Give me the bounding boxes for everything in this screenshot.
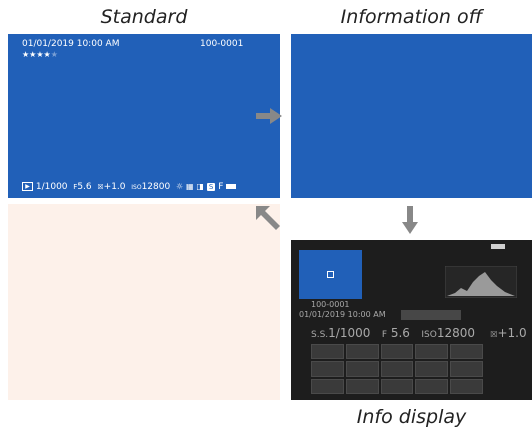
standard-screen: 01/01/2019 10:00 AM 100-0001 ★★★★★ ▶ 1/1… (8, 34, 280, 198)
standard-date-time: 01/01/2019 10:00 AM (22, 39, 120, 49)
settings-cell (415, 344, 449, 360)
battery-icon (226, 184, 237, 189)
settings-cell (415, 378, 449, 394)
settings-cell (311, 344, 344, 360)
film-sim-icon: S (206, 183, 216, 191)
caption-info-display: Info display (356, 406, 467, 428)
info-date-time: 01/01/2019 10:00 AM (299, 310, 386, 319)
settings-grid (311, 344, 483, 394)
blank-panel (8, 204, 280, 400)
aperture-value: 5.6 (77, 182, 92, 192)
shutter-label: S.S. (311, 330, 329, 340)
arrow-up-left-icon (256, 206, 280, 230)
aperture-icon: F (73, 183, 78, 191)
info-display-screen: 100-0001 01/01/2019 10:00 AM S.S.1/1000 … (291, 240, 532, 400)
location-placeholder (401, 310, 461, 320)
standard-rating: ★★★★★ (22, 50, 58, 59)
settings-cell (345, 344, 379, 360)
settings-cell (450, 378, 483, 394)
film-sim-label: F (218, 182, 224, 192)
settings-cell (380, 361, 414, 377)
standard-bottom-bar: ▶ 1/1000 F5.6 ☒+1.0 ISO12800 ☼ ▦ ◨ S F (22, 182, 237, 192)
settings-cell (311, 361, 344, 377)
information-off-screen (291, 34, 532, 198)
settings-cell (450, 344, 483, 360)
exposure-comp-icon: ☒ (97, 183, 104, 191)
focus-frame-icon (327, 271, 334, 278)
settings-cell (311, 378, 344, 394)
histogram (445, 266, 517, 298)
info-frame-number: 100-0001 (311, 300, 350, 309)
rating-stars: ★★★★ (22, 50, 51, 59)
playback-icon: ▶ (22, 182, 33, 191)
image-thumbnail (299, 250, 362, 299)
aperture-label: F (381, 330, 388, 340)
iso-value: 12800 (436, 326, 476, 340)
exposure-comp-value: +1.0 (103, 182, 126, 192)
dynamic-range-icon: ◨ (196, 182, 204, 191)
exposure-comp-value: +1.0 (497, 326, 527, 340)
settings-cell (345, 378, 379, 394)
iso-value: 12800 (141, 182, 171, 192)
caption-standard: Standard (100, 6, 188, 28)
arrow-right-icon (256, 108, 282, 124)
settings-cell (450, 361, 483, 377)
settings-cell (415, 361, 449, 377)
iso-label: ISO (421, 330, 437, 340)
iso-icon: ISO (131, 184, 142, 191)
settings-cell (345, 361, 379, 377)
arrow-down-icon (402, 206, 418, 234)
standard-frame-number: 100-0001 (200, 39, 244, 49)
battery-icon (491, 244, 505, 249)
rating-star-empty: ★ (50, 50, 58, 59)
shutter-speed: 1/1000 (35, 182, 68, 192)
white-balance-icon: ☼ (175, 182, 184, 191)
settings-cell (380, 378, 414, 394)
aperture-value: 5.6 (390, 326, 410, 340)
settings-cell (380, 344, 414, 360)
exposure-comp-icon: ☒ (490, 330, 498, 339)
drive-mode-icon: ▦ (185, 182, 194, 191)
caption-information-off: Information off (340, 6, 483, 28)
exposure-row: S.S.1/1000 F 5.6 ISO12800 ☒+1.0 (311, 326, 527, 340)
shutter-value: 1/1000 (328, 326, 371, 340)
